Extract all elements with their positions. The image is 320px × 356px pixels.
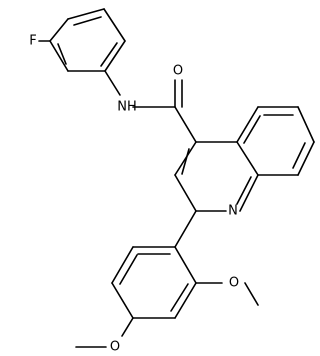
carbonyl-oxygen-label: O	[173, 64, 183, 79]
bond	[292, 142, 306, 169]
atom-labels: F NH O N O O	[29, 34, 239, 355]
bond	[119, 254, 138, 285]
bond	[174, 210, 197, 248]
bond	[49, 40, 69, 72]
bond	[297, 106, 315, 143]
bond	[297, 141, 315, 176]
fluorine-atom-label: F	[29, 34, 36, 49]
bond	[170, 283, 189, 312]
bond	[104, 70, 121, 96]
bond	[67, 8, 105, 20]
bond	[174, 282, 197, 319]
ring-nitrogen-label: N	[228, 204, 238, 219]
bond	[181, 148, 190, 175]
amide-nitrogen-label: NH	[117, 100, 137, 115]
bond	[174, 246, 197, 284]
bond	[239, 174, 259, 212]
bond-lines	[38, 8, 315, 348]
bond	[244, 282, 259, 306]
bond	[174, 106, 197, 143]
bond	[236, 141, 259, 176]
bond	[111, 246, 134, 284]
bond	[121, 317, 134, 337]
methoxy-oxygen-upper-label: O	[229, 276, 239, 291]
bond	[236, 106, 259, 143]
bond	[103, 8, 126, 42]
bond	[236, 176, 252, 205]
bond	[104, 40, 126, 72]
bond	[111, 282, 134, 319]
bond	[57, 43, 67, 65]
bond	[174, 141, 197, 176]
bond	[73, 16, 102, 26]
bond	[100, 42, 118, 67]
bond	[243, 115, 261, 144]
bond	[49, 18, 69, 42]
bond	[174, 174, 197, 212]
methoxy-oxygen-lower-label: O	[110, 340, 120, 355]
